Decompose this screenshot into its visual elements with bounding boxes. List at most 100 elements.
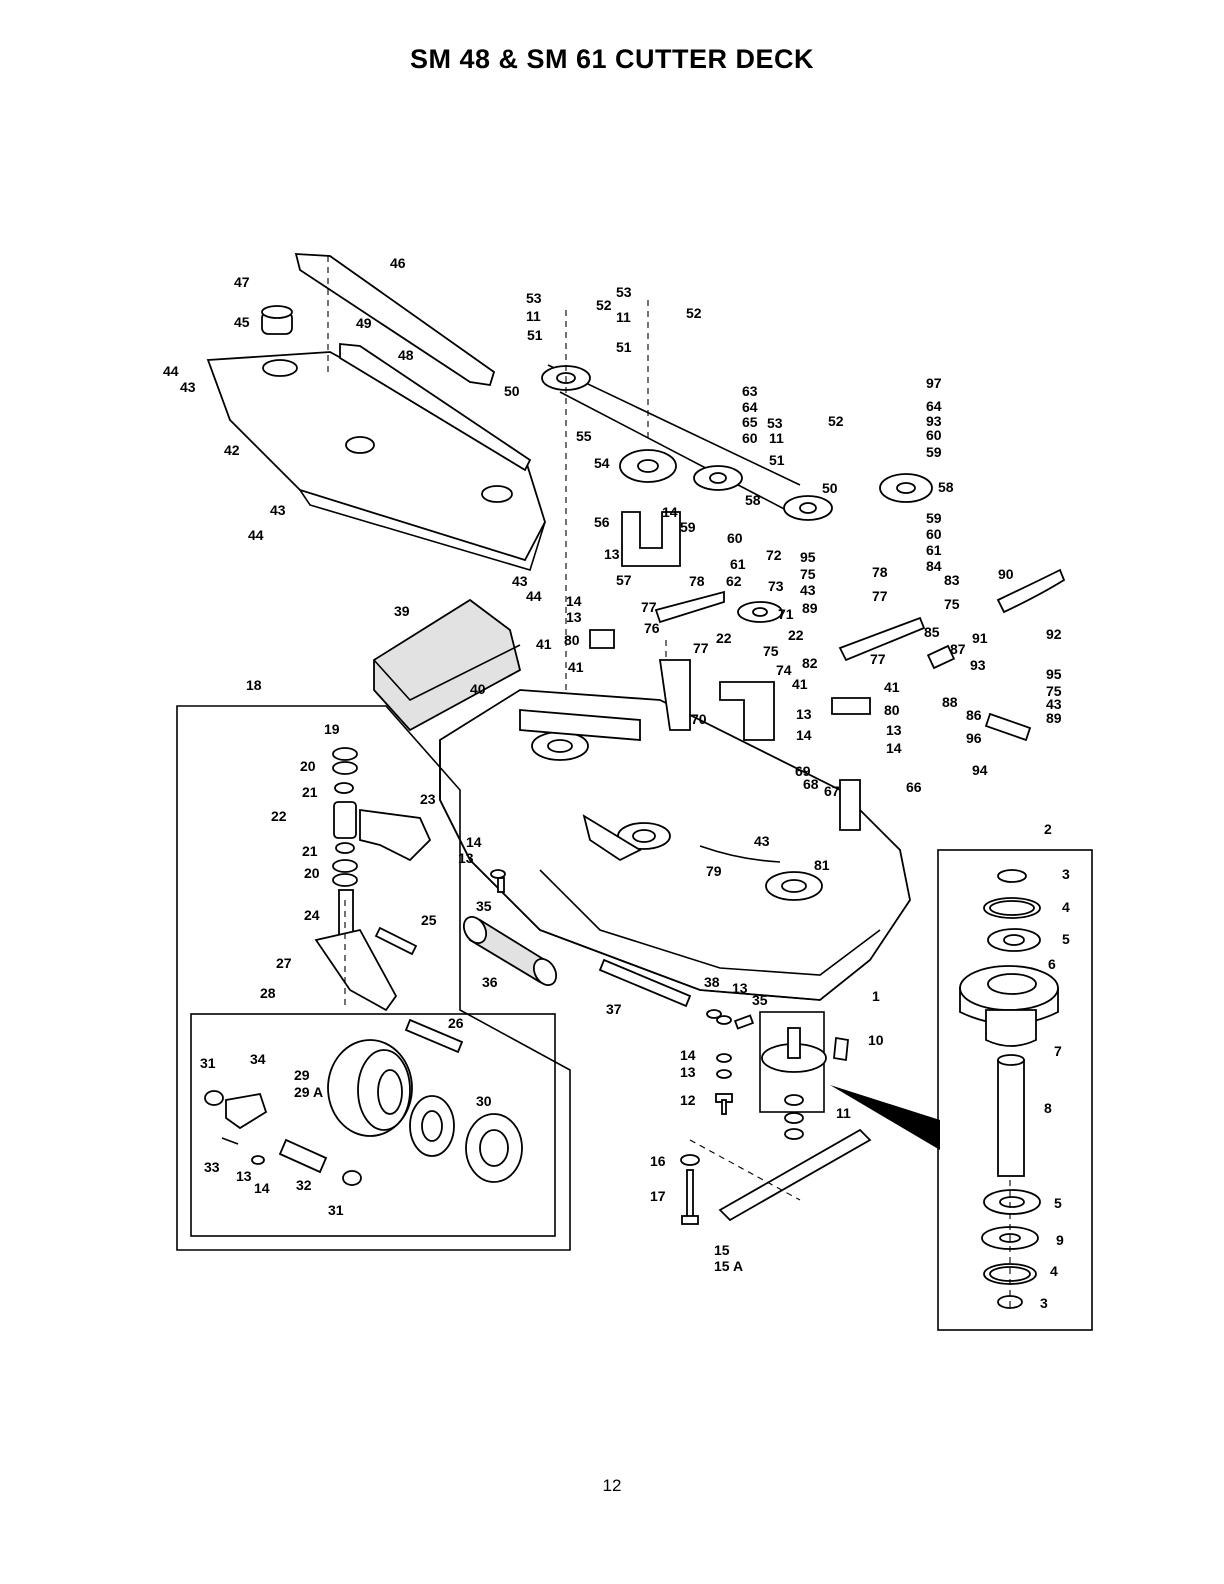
part-callout: 15 A (714, 1258, 743, 1274)
part-callout: 22 (788, 627, 804, 643)
part-callout: 91 (972, 630, 988, 646)
belt-and-pulleys (541, 300, 933, 870)
part-callout: 9 (1056, 1232, 1064, 1248)
part-callout: 89 (802, 600, 818, 616)
part-callout: 71 (778, 606, 794, 622)
part-callout: 13 (566, 609, 582, 625)
part-callout: 47 (234, 274, 250, 290)
part-callout: 52 (828, 413, 844, 429)
part-callout: 11 (616, 309, 631, 325)
part-callout: 17 (650, 1188, 666, 1204)
part-callout: 18 (246, 677, 262, 693)
part-callout: 72 (766, 547, 782, 563)
part-callout: 26 (448, 1015, 464, 1031)
part-callout: 31 (328, 1202, 344, 1218)
part-callout: 43 (270, 502, 286, 518)
part-callout: 14 (466, 834, 482, 850)
part-callout: 13 (604, 546, 620, 562)
part-callout: 20 (300, 758, 316, 774)
part-callout: 67 (824, 783, 840, 799)
part-callout: 59 (680, 519, 696, 535)
part-callout: 86 (966, 707, 982, 723)
part-callout: 41 (792, 676, 808, 692)
part-callout: 43 (512, 573, 528, 589)
part-callout: 21 (302, 784, 318, 800)
part-callout: 14 (680, 1047, 696, 1063)
part-callout: 63 (742, 383, 758, 399)
shield-cap (261, 305, 293, 335)
part-callout: 27 (276, 955, 292, 971)
part-callout: 42 (224, 442, 240, 458)
cutting-blade (689, 1128, 872, 1222)
part-callout: 40 (470, 681, 486, 697)
discharge-chute (373, 598, 522, 732)
part-callout: 94 (972, 762, 988, 778)
deck-shield (206, 351, 546, 571)
part-callout: 88 (942, 694, 958, 710)
part-callout: 70 (691, 711, 707, 727)
part-callout: 8 (1044, 1100, 1052, 1116)
part-callout: 51 (616, 339, 632, 355)
part-callout: 97 (926, 375, 942, 391)
part-callout: 55 (576, 428, 592, 444)
part-callout: 62 (726, 573, 742, 589)
part-callout: 48 (398, 347, 414, 363)
part-callout: 56 (594, 514, 610, 530)
part-callout: 35 (752, 992, 768, 1008)
page-title: SM 48 & SM 61 CUTTER DECK (409, 44, 815, 74)
part-callout: 46 (390, 255, 406, 271)
part-callout: 74 (776, 662, 792, 678)
part-callout: 82 (802, 655, 818, 671)
part-callout: 44 (248, 527, 264, 543)
part-callout: 89 (1046, 710, 1062, 726)
part-callout: 23 (420, 791, 436, 807)
part-callout: 64 (742, 399, 758, 415)
part-callout: 81 (814, 857, 830, 873)
part-callout: 51 (527, 327, 543, 343)
part-callout: 4 (1062, 899, 1070, 915)
part-callout: 51 (769, 452, 785, 468)
part-callout: 30 (476, 1093, 492, 1109)
part-callout: 5 (1062, 931, 1070, 947)
part-callout: 53 (767, 415, 783, 431)
part-callout: 78 (689, 573, 705, 589)
part-callout: 58 (938, 479, 954, 495)
wheel-assembly-box (190, 1013, 556, 1237)
roller-shaft (598, 958, 692, 1008)
part-callout: 77 (870, 651, 886, 667)
part-callout: 44 (526, 588, 542, 604)
part-callout: 4 (1050, 1263, 1058, 1279)
part-callout: 95 (1046, 666, 1062, 682)
part-callout: 73 (768, 578, 784, 594)
part-callout: 12 (680, 1092, 696, 1108)
part-callout: 11 (769, 430, 784, 446)
part-callout: 13 (732, 980, 748, 996)
part-callout: 22 (271, 808, 287, 824)
part-callout: 77 (693, 640, 709, 656)
part-callout: 20 (304, 865, 320, 881)
page-number: 12 (602, 1476, 622, 1495)
part-callout: 34 (250, 1051, 266, 1067)
caster-assembly (314, 747, 464, 1054)
part-callout: 38 (704, 974, 720, 990)
deck-housing (439, 659, 911, 1001)
blade-bolt (680, 1154, 700, 1225)
part-callout: 96 (966, 730, 982, 746)
part-callout: 3 (1062, 866, 1070, 882)
part-callout: 49 (356, 315, 372, 331)
part-callout: 75 (800, 566, 816, 582)
part-callout: 13 (680, 1064, 696, 1080)
part-callout: 5 (1054, 1195, 1062, 1211)
part-callout: 78 (872, 564, 888, 580)
part-callout: 65 (742, 414, 758, 430)
part-callout: 93 (970, 657, 986, 673)
part-callout: 14 (796, 727, 812, 743)
part-callout: 14 (254, 1180, 270, 1196)
part-callout: 41 (536, 636, 552, 652)
part-callout: 44 (163, 363, 179, 379)
part-callout: 29 A (294, 1084, 323, 1100)
part-callout: 29 (294, 1067, 310, 1083)
part-callout: 14 (886, 740, 902, 756)
part-callout: 21 (302, 843, 318, 859)
